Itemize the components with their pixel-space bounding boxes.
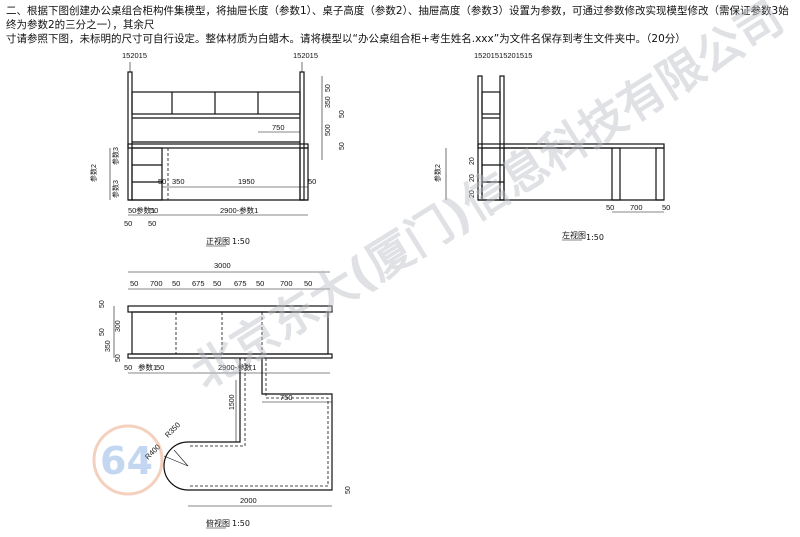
front-left-post <box>127 71 133 201</box>
front-dim-top-right: 152015 <box>293 51 318 60</box>
front-dim-50c: 50 <box>339 142 346 150</box>
front-dim-w50l: 50 <box>158 177 166 186</box>
left-dim-b50b: 50 <box>662 203 670 212</box>
watermark: 北京东大(厦门)信息科技有限公司 64 <box>92 0 793 496</box>
plan-dim-s50d: 50 <box>256 279 264 288</box>
plan-dim-total: 3000 <box>214 261 231 270</box>
plan-dim-v50b: 50 <box>99 328 106 336</box>
left-dim-b700: 700 <box>630 203 643 212</box>
front-dim-bottom-total: 2900-参数1 <box>220 205 258 215</box>
plan-dim-v350: 350 <box>105 340 112 352</box>
watermark-logo-text: 64 <box>100 439 153 483</box>
front-dim-w350: 350 <box>172 177 185 186</box>
left-dim-b50a: 50 <box>606 203 614 212</box>
front-dim-bparam1: 参数1 <box>136 205 155 215</box>
plan-dim-s700b: 700 <box>280 279 293 288</box>
plan-dim-s675b: 675 <box>234 279 247 288</box>
upper-shelf <box>131 91 301 115</box>
plan-dim-v50d: 50 <box>345 486 352 494</box>
left-dim-20c: 20 <box>469 190 476 198</box>
left-dim-20a: 20 <box>469 157 476 165</box>
plan-dim-v1500: 1500 <box>229 394 236 410</box>
left-view: 15201515201515 20 20 20 参数2 50 700 50 左视… <box>433 51 670 242</box>
watermark-logo: 64 <box>92 424 164 496</box>
left-view-scale: 1:50 <box>586 233 604 242</box>
plan-dim-r350: R350 <box>163 420 182 439</box>
question-text: 二、根据下图创建办公桌组合柜构件集模型，将抽屉长度（参数1）、桌子高度（参数2）… <box>6 4 794 46</box>
front-dim-50a: 50 <box>325 84 332 92</box>
plan-view-caption: 俯视图 <box>206 518 230 528</box>
front-dim-b50d: 50 <box>148 219 156 228</box>
front-view-scale: 1:50 <box>232 237 250 246</box>
front-dim-750: 750 <box>272 123 285 132</box>
front-dim-500: 500 <box>325 124 332 136</box>
plan-dim-s50b: 50 <box>172 279 180 288</box>
plan-dim-v300: 300 <box>115 320 122 332</box>
front-dim-b50a: 50 <box>128 206 136 215</box>
front-dim-param3b: 参数3 <box>111 180 120 198</box>
plan-dim-s675a: 675 <box>192 279 205 288</box>
left-dim-top: 15201515201515 <box>474 51 532 60</box>
plan-desk-outline <box>163 358 333 491</box>
plan-dim-b50a: 50 <box>124 363 132 372</box>
left-view-caption: 左视图 <box>562 230 586 240</box>
plan-dim-w2000: 2000 <box>240 496 257 505</box>
plan-dim-s50e: 50 <box>304 279 312 288</box>
question-line-1: 二、根据下图创建办公桌组合柜构件集模型，将抽屉长度（参数1）、桌子高度（参数2）… <box>6 5 789 31</box>
front-dim-50b: 50 <box>339 110 346 118</box>
plan-dim-s50a: 50 <box>130 279 138 288</box>
front-dim-w1950: 1950 <box>238 177 255 186</box>
front-dim-b50c: 50 <box>124 219 132 228</box>
front-dim-b50b: 50 <box>150 206 158 215</box>
question-line-2: 寸请参照下图，未标明的尺寸可自行设定。整体材质为白蜡木。请将模型以“办公桌组合柜… <box>6 33 686 45</box>
plan-dim-s50c: 50 <box>213 279 221 288</box>
drawer-cabinet <box>131 147 163 201</box>
desk-top <box>127 143 309 149</box>
front-view-caption: 正视图 <box>206 236 230 246</box>
plan-dim-v50a: 50 <box>99 300 106 308</box>
plan-dim-bparam1: 参数1 <box>138 362 157 372</box>
plan-dim-btotal: 2900-参数1 <box>218 362 256 372</box>
front-dim-w50r: 50 <box>308 177 316 186</box>
front-dim-param3a: 参数3 <box>111 147 120 165</box>
front-dim-350: 350 <box>325 96 332 108</box>
front-dim-param2: 参数2 <box>89 164 98 182</box>
plan-dim-b50b: 50 <box>156 363 164 372</box>
front-dim-top-left: 152015 <box>122 51 147 60</box>
plan-dim-w750: 750 <box>280 393 293 402</box>
plan-dim-s700a: 700 <box>150 279 163 288</box>
left-dim-20b: 20 <box>469 174 476 182</box>
front-view: 152015 152015 50 350 50 500 50 750 50 35… <box>89 51 346 247</box>
left-dim-param2: 参数2 <box>433 164 442 182</box>
plan-view-scale: 1:50 <box>232 519 250 528</box>
front-right-post <box>299 71 305 201</box>
plan-dim-v50c: 50 <box>115 354 122 362</box>
